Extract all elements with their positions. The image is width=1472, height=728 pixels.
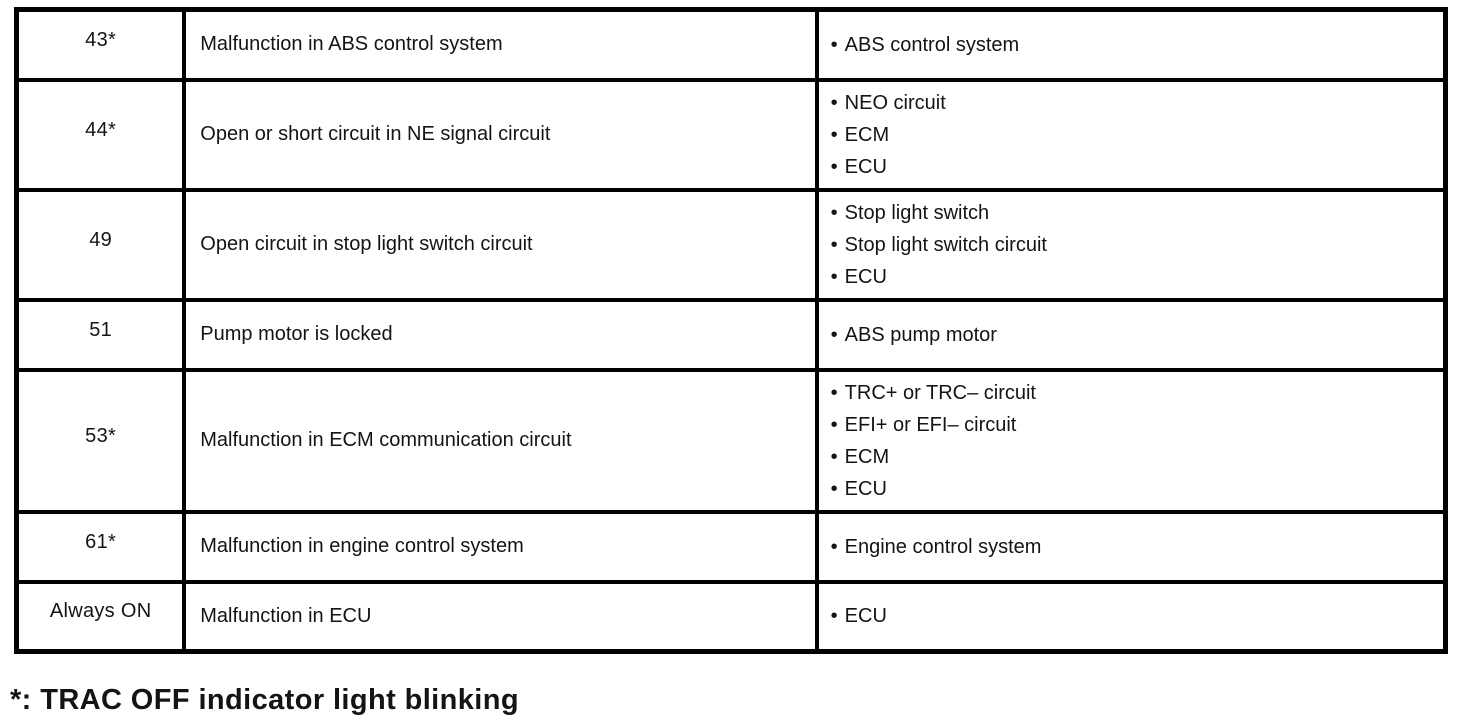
bullet-icon: •: [830, 233, 838, 256]
bullet-icon: •: [830, 155, 838, 178]
code-value: 44*: [85, 118, 117, 141]
diagnosis-cell: Malfunction in engine control system: [182, 509, 819, 584]
code-value: Always ON: [49, 600, 152, 623]
trouble-area-text: Stop light switch: [844, 201, 990, 224]
table-row: 44* Open or short circuit in NE signal c…: [14, 77, 1448, 192]
trouble-area-item: • ABS pump motor: [831, 319, 1433, 351]
trouble-area-text: ABS control system: [844, 33, 1020, 56]
code-cell: 51: [14, 297, 187, 372]
trouble-area-cell: • ABS pump motor: [814, 297, 1448, 372]
trouble-area-item: • Stop light switch circuit: [831, 229, 1433, 261]
bullet-icon: •: [830, 605, 838, 628]
code-value: 49: [89, 228, 113, 251]
code-cell: 61*: [14, 509, 187, 584]
trouble-area-item: • Engine control system: [831, 531, 1433, 563]
trouble-area-cell: • ABS control system: [814, 7, 1448, 82]
trouble-area-list: • Engine control system: [831, 531, 1433, 563]
code-value: 43*: [85, 28, 117, 51]
trouble-area-text: NEO circuit: [844, 91, 946, 114]
code-cell: 43*: [14, 7, 187, 82]
table-row: 53* Malfunction in ECM communication cir…: [14, 367, 1448, 514]
trouble-area-list: • Stop light switch • Stop light switch cir…: [831, 197, 1433, 293]
table-row: 43* Malfunction in ABS control system • A…: [14, 7, 1448, 82]
trouble-area-text: Engine control system: [844, 535, 1042, 558]
trouble-area-cell: • ECU: [814, 579, 1448, 654]
diagnostic-code-table: 43* Malfunction in ABS control system •A…: [14, 7, 1448, 654]
code-value: 51: [89, 318, 113, 341]
code-cell: 44*: [14, 77, 187, 192]
trouble-area-list: • ABS control system: [831, 29, 1433, 61]
bullet-icon: •: [830, 91, 838, 114]
trouble-area-item: • EFI+ or EFI– circuit: [831, 409, 1433, 441]
diagnosis-cell: Open or short circuit in NE signal circu…: [182, 77, 819, 192]
code-value: 61*: [85, 530, 117, 553]
trouble-area-text: EFI+ or EFI– circuit: [844, 413, 1017, 436]
trouble-area-text: ECM: [844, 123, 890, 146]
trouble-area-item: • TRC+ or TRC– circuit: [831, 377, 1433, 409]
bullet-icon: •: [830, 33, 838, 56]
trouble-area-item: • ECM: [831, 441, 1433, 473]
diagnosis-text: Pump motor is locked: [200, 323, 393, 345]
trouble-area-list: • NEO circuit • ECM • ECU: [831, 87, 1433, 183]
trouble-area-item: • Stop light switch: [831, 197, 1433, 229]
bullet-icon: •: [830, 201, 838, 224]
diagnosis-text: Malfunction in ABS control system: [200, 33, 503, 56]
bullet-icon: •: [830, 123, 838, 146]
code-cell: 53*: [14, 367, 187, 514]
diagnosis-text: Malfunction in ECU: [200, 604, 372, 627]
footnote-trac-off: *: TRAC OFF indicator light blinking: [10, 684, 519, 716]
bullet-icon: •: [830, 535, 838, 558]
trouble-area-cell: • Stop light switch • Stop light switch cir…: [814, 187, 1448, 302]
diagnosis-cell: Open circuit in stop light switch circui…: [182, 187, 819, 302]
trouble-area-item: • ECM: [831, 119, 1433, 151]
trouble-area-item: • ABS control system: [831, 29, 1433, 61]
bullet-icon: •: [830, 477, 838, 500]
diagnosis-text: Open or short circuit in NE signal circu…: [200, 123, 551, 145]
bullet-icon: •: [830, 413, 838, 436]
trouble-area-item: • ECU: [831, 473, 1433, 505]
trouble-area-text: ECM: [844, 445, 890, 468]
bullet-icon: •: [830, 265, 838, 288]
trouble-area-cell: • TRC+ or TRC– circuit • EFI+ or EFI– circu…: [814, 367, 1448, 514]
trouble-area-item: • ECU: [831, 600, 1433, 632]
diagnosis-cell: Malfunction in ECU: [182, 579, 819, 654]
trouble-area-text: ECU: [844, 605, 887, 628]
trouble-area-list: • ECU: [831, 600, 1433, 632]
code-value: 53*: [85, 424, 117, 447]
trouble-area-text: TRC+ or TRC– circuit: [844, 381, 1036, 404]
trouble-area-cell: • Engine control system: [814, 509, 1448, 584]
diagnosis-cell: Malfunction in ABS control system: [182, 7, 819, 82]
table-row: 51 Pump motor is locked • ABS pump motor: [14, 297, 1448, 372]
trouble-area-text: ABS pump motor: [844, 323, 997, 346]
trouble-area-item: • NEO circuit: [831, 87, 1433, 119]
trouble-area-text: ECU: [844, 265, 887, 288]
trouble-area-text: Stop light switch circuit: [844, 233, 1047, 256]
trouble-area-text: ECU: [844, 155, 887, 178]
trouble-area-text: ECU: [844, 477, 887, 500]
code-cell: 49: [14, 187, 187, 302]
code-cell: Always ON: [14, 579, 187, 654]
trouble-area-list: • ABS pump motor: [831, 319, 1433, 351]
trouble-area-item: • ECU: [831, 261, 1433, 293]
bullet-icon: •: [830, 445, 838, 468]
table-row: 49 Open circuit in stop light switch cir…: [14, 187, 1448, 302]
table-row: Always ON Malfunction in ECU • ECU: [14, 579, 1448, 654]
bullet-icon: •: [830, 323, 838, 346]
trouble-area-item: • ECU: [831, 151, 1433, 183]
diagnosis-text: Open circuit in stop light switch circui…: [200, 233, 533, 255]
trouble-area-cell: • NEO circuit • ECM • ECU: [814, 77, 1448, 192]
diagnosis-cell: Pump motor is locked: [182, 297, 819, 372]
diagnosis-text: Malfunction in engine control system: [200, 535, 524, 557]
table-row: 61* Malfunction in engine control system…: [14, 509, 1448, 584]
trouble-area-list: • TRC+ or TRC– circuit • EFI+ or EFI– circu…: [831, 377, 1433, 505]
bullet-icon: •: [830, 381, 838, 404]
diagnosis-cell: Malfunction in ECM communication circuit: [182, 367, 819, 514]
diagnostic-code-table-body: 43* Malfunction in ABS control system •A…: [14, 7, 1448, 654]
diagnosis-text: Malfunction in ECM communication circuit: [200, 429, 572, 451]
